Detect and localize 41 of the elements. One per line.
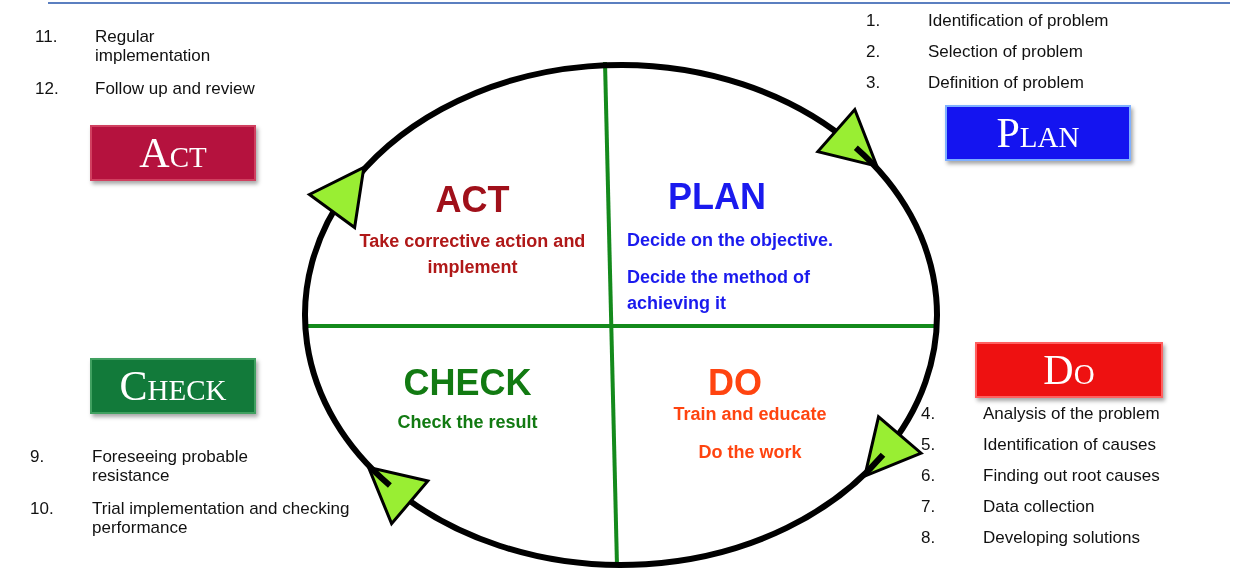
quadrant-text: Check the result	[396, 411, 539, 433]
quadrant-title: DO	[707, 363, 763, 403]
list-item: Finding out root causes	[983, 466, 1161, 485]
list-item: Data collection	[983, 497, 1096, 516]
quadrant-title: PLAN	[667, 177, 767, 217]
cycle-arrow	[853, 145, 940, 479]
list-item: Trial implementation and checking performance	[92, 499, 351, 537]
list-item: Analysis of the problem	[983, 404, 1161, 423]
list-number: 5.	[921, 435, 937, 454]
list-number: 8.	[921, 528, 937, 547]
list-item: Foreseeing probable resistance	[92, 447, 249, 485]
list-number: 1.	[866, 11, 882, 30]
list-number: 4.	[921, 404, 937, 423]
list-item: Developing solutions	[983, 528, 1141, 547]
list-number: 2.	[866, 42, 882, 61]
quadrant-text: Decide the method of achieving it	[627, 266, 811, 315]
phase-label-box: Plan	[945, 105, 1131, 161]
quadrant-text: Train and educate	[672, 403, 828, 425]
list-item: Identification of causes	[983, 435, 1157, 454]
list-item: Regular implementation	[95, 27, 212, 65]
list-number: 12.	[35, 79, 60, 98]
cycle-arrow	[365, 452, 886, 568]
list-number: 11.	[35, 27, 59, 46]
list-number: 10.	[30, 499, 55, 518]
phase-label-box: Do	[975, 342, 1163, 398]
phase-label-box: Check	[90, 358, 256, 414]
list-item: Identification of problem	[928, 11, 1110, 30]
list-item: Selection of problem	[928, 42, 1084, 61]
list-number: 9.	[30, 447, 46, 466]
quadrant-text: Do the work	[697, 441, 803, 463]
quadrant-title: CHECK	[402, 363, 533, 403]
quadrant-text: Decide on the objective.	[627, 229, 835, 251]
list-number: 3.	[866, 73, 882, 92]
phase-label-box: Act	[90, 125, 256, 181]
list-item: Follow up and review	[95, 79, 255, 98]
quadrant-title: ACT	[434, 180, 511, 220]
cycle-arrow	[302, 164, 392, 488]
list-number: 7.	[921, 497, 937, 516]
list-item: Definition of problem	[928, 73, 1085, 92]
quadrant-text: Take corrective action and implement	[358, 230, 587, 279]
list-number: 6.	[921, 466, 937, 485]
